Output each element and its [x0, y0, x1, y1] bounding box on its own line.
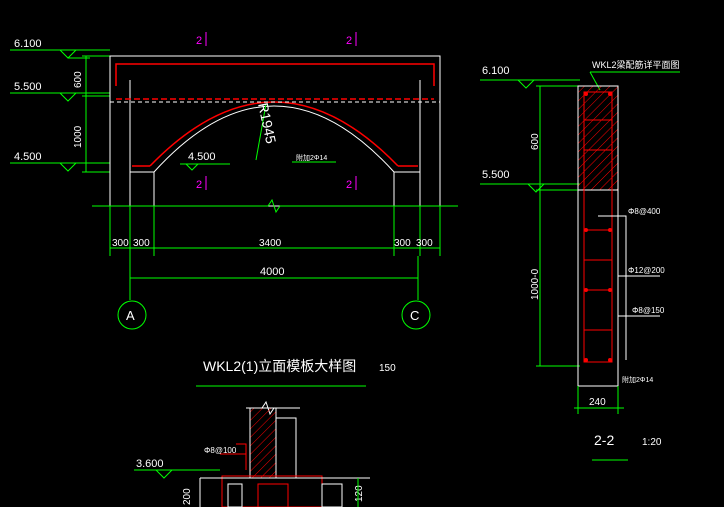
elevation-5500-left: 5.500 — [14, 81, 42, 93]
section-dim-1000: 1000-0 — [530, 268, 541, 300]
section-dim-240: 240 — [589, 397, 606, 408]
beam-outline — [109, 55, 441, 207]
rebar-lines — [115, 63, 435, 167]
axis-label-c: C — [410, 308, 419, 323]
elevation-marker-bottom — [134, 469, 220, 479]
detail-dim-200: 200 — [182, 488, 193, 505]
radius-leader — [255, 103, 267, 161]
rebar-leaders — [598, 215, 660, 360]
inner-elevation-marker — [180, 163, 230, 171]
rebar-label-extra: 附加2Φ14 — [622, 375, 653, 384]
section-dim-600: 600 — [530, 133, 541, 150]
drawing-title: WKL2(1)立面模板大样图 — [203, 358, 356, 374]
section-title: 2-2 — [594, 432, 614, 448]
horizontal-dimensions — [109, 206, 441, 300]
dim-1000: 1000 — [73, 125, 84, 148]
detail-wall-hatch — [249, 407, 277, 479]
elevation-5500-right: 5.500 — [482, 169, 510, 181]
section-vertical-dimension — [536, 85, 580, 367]
detail-wall — [275, 417, 297, 479]
dim-300-c: 300 — [394, 238, 411, 249]
elevation-4500-left: 4.500 — [14, 151, 42, 163]
dim-300-b: 300 — [133, 238, 150, 249]
elevation-6100-left: 6.100 — [14, 38, 42, 50]
dim-4000: 4000 — [260, 266, 284, 278]
rebar-label-phi8-400: Φ8@400 — [628, 207, 661, 216]
elevation-6100-right: 6.100 — [482, 65, 510, 77]
radius-label: R1945 — [255, 101, 279, 145]
section-mark: 2 — [346, 35, 352, 47]
section-scale: 1:20 — [642, 437, 662, 448]
section-top-hatch — [577, 85, 619, 191]
dim-300-d: 300 — [416, 238, 433, 249]
rebar-label-phi8-150: Φ8@150 — [632, 306, 665, 315]
detail-slab — [199, 477, 370, 507]
dim-3400: 3400 — [259, 238, 282, 249]
dim-300-a: 300 — [112, 238, 129, 249]
vertical-dimension-left — [82, 55, 110, 173]
axis-bubbles — [117, 300, 431, 330]
elevation-3600: 3.600 — [136, 458, 164, 470]
section-mark: 2 — [196, 35, 202, 47]
elevation-markers-right — [480, 79, 580, 193]
section-header: WKL2梁配筋详平面图 — [592, 59, 680, 70]
section-mark: 2 — [196, 179, 202, 191]
detail-dim-120: 120 — [354, 485, 365, 502]
section-mark: 2 — [346, 179, 352, 191]
section-body — [577, 189, 619, 387]
inner-elevation-4500: 4.500 — [188, 151, 216, 163]
section-rebar-dots — [584, 92, 612, 362]
section-marks: 2 2 2 2 — [196, 32, 357, 191]
axis-label-a: A — [126, 308, 135, 323]
drawing-scale: 150 — [379, 363, 396, 374]
ground-line — [92, 198, 458, 214]
dim-600: 600 — [73, 71, 84, 88]
arc-rebar-note: 附加2Φ14 — [296, 153, 327, 162]
elevation-markers-left — [10, 49, 110, 172]
detail-rebar-label: Φ8@100 — [204, 446, 237, 455]
rebar-label-phi12-200: Φ12@200 — [628, 266, 665, 275]
section-rebar-cage — [583, 91, 613, 363]
section-width-dimension — [574, 386, 624, 414]
